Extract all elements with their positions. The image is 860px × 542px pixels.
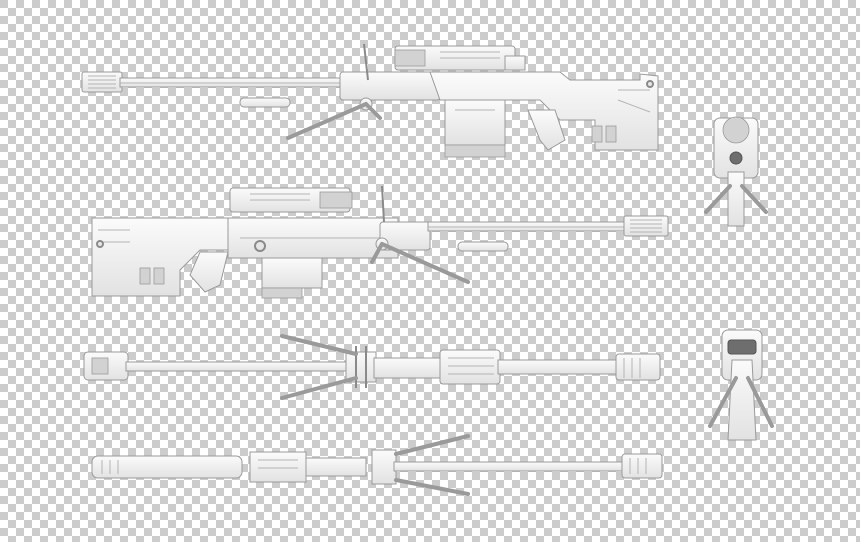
body bbox=[727, 359, 757, 441]
magazine bbox=[444, 99, 506, 146]
muzzle-brake bbox=[81, 71, 123, 93]
bottom-view bbox=[91, 434, 663, 496]
bipod-leg-1 bbox=[286, 102, 368, 140]
front-view bbox=[708, 329, 774, 441]
muzzle-brake bbox=[615, 353, 661, 381]
barrel bbox=[125, 361, 347, 372]
bipod-leg-2 bbox=[370, 242, 384, 264]
muzzle-brake bbox=[621, 453, 663, 479]
receiver bbox=[305, 457, 367, 477]
receiver bbox=[373, 357, 441, 379]
bipod-clamp bbox=[371, 449, 397, 485]
bipod-leg-1 bbox=[280, 334, 358, 356]
side-view-left bbox=[81, 43, 659, 158]
bipod-leg-1 bbox=[380, 242, 470, 284]
cartridge bbox=[239, 97, 291, 108]
grip bbox=[527, 109, 566, 151]
cartridge bbox=[457, 241, 509, 252]
top-view bbox=[83, 334, 661, 400]
muzzle-brake bbox=[623, 215, 669, 237]
bipod-leg-2 bbox=[364, 102, 382, 120]
rear-view bbox=[704, 116, 768, 227]
magazine bbox=[261, 257, 323, 289]
magazine bbox=[249, 451, 307, 483]
stock bbox=[91, 455, 243, 479]
side-view-right bbox=[91, 185, 669, 299]
grip bbox=[189, 251, 229, 293]
bipod-leg-2 bbox=[740, 184, 768, 214]
bipod-leg-1 bbox=[704, 184, 732, 214]
barrel bbox=[393, 461, 625, 472]
bipod-clamp bbox=[345, 351, 377, 383]
bipod-leg-2 bbox=[280, 376, 358, 400]
barrel-rear bbox=[497, 359, 619, 375]
scope bbox=[439, 349, 501, 385]
barrel-shroud bbox=[339, 71, 441, 101]
bipod-leg-2 bbox=[394, 478, 470, 496]
bipod-leg-1 bbox=[394, 434, 470, 456]
bipod-leg-2 bbox=[746, 376, 774, 428]
bipod-leg-1 bbox=[708, 376, 738, 428]
receiver bbox=[727, 171, 745, 227]
barrel-shroud bbox=[379, 221, 431, 251]
